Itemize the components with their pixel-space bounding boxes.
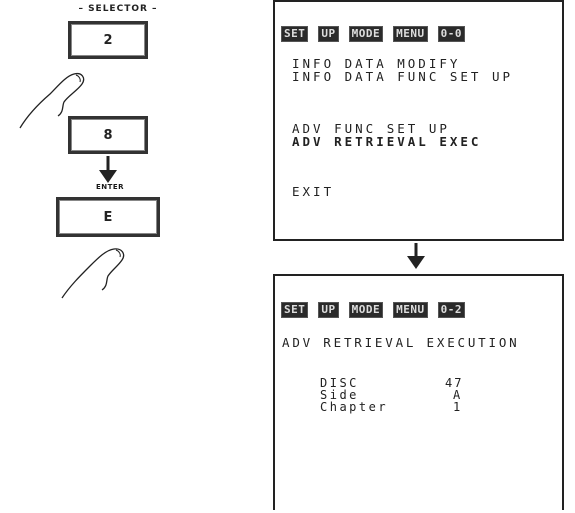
enter-label: ENTER	[90, 183, 130, 191]
title-chip: UP	[318, 302, 338, 318]
screen-heading: ADV RETRIEVAL EXECUTION	[282, 335, 520, 350]
screen-title-bar: SET UP MODE MENU 0-2	[281, 302, 465, 318]
title-chip: MODE	[349, 302, 384, 318]
finger-icon	[60, 246, 130, 300]
title-chip: MENU	[393, 302, 428, 318]
title-chip: UP	[318, 26, 338, 42]
title-chip: 0-2	[438, 302, 465, 318]
menu-item-exit[interactable]: EXIT	[292, 184, 334, 199]
retrieval-screen: SET UP MODE MENU 0-2 ADV RETRIEVAL EXECU…	[273, 274, 564, 510]
title-chip: MODE	[349, 26, 384, 42]
info-value-chapter: 1	[453, 400, 462, 414]
arrow-down-icon	[98, 156, 118, 184]
arrow-down-icon	[406, 243, 426, 271]
screen-title-bar: SET UP MODE MENU 0-0	[281, 26, 465, 42]
title-chip: SET	[281, 302, 308, 318]
menu-item-info-data-func-set-up[interactable]: INFO DATA FUNC SET UP	[292, 69, 513, 84]
menu-item-adv-retrieval-exec[interactable]: ADV RETRIEVAL EXEC	[292, 134, 481, 149]
key-e[interactable]: E	[56, 197, 160, 237]
info-label-chapter: Chapter	[320, 400, 388, 414]
menu-screen: SET UP MODE MENU 0-0 INFO DATA MODIFY IN…	[273, 0, 564, 241]
key-2[interactable]: 2	[68, 21, 148, 59]
title-chip: SET	[281, 26, 308, 42]
title-chip: 0-0	[438, 26, 465, 42]
key-e-label: E	[104, 210, 113, 225]
title-chip: MENU	[393, 26, 428, 42]
key-2-label: 2	[103, 33, 112, 48]
selector-caption: – SELECTOR –	[58, 4, 178, 14]
key-8[interactable]: 8	[68, 116, 148, 154]
key-8-label: 8	[103, 128, 112, 143]
